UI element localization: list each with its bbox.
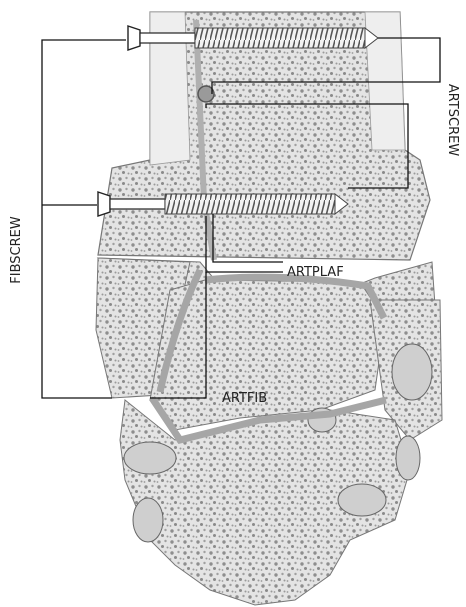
lower-screw-head xyxy=(98,192,110,216)
lower-screw-thread xyxy=(165,194,335,214)
label-artplaf: ARTPLAF xyxy=(287,265,344,280)
label-artscrew: ARTSCREW xyxy=(445,84,460,156)
tendon-right-2 xyxy=(396,436,420,480)
upper-screw-shank xyxy=(140,33,195,43)
tendon-left-1 xyxy=(124,442,176,474)
tendon-left-2 xyxy=(133,498,163,542)
upper-screw-thread xyxy=(195,28,365,48)
label-artfib: ARTFIB xyxy=(222,391,267,406)
lower-screw-shank xyxy=(110,199,165,209)
tendon-right-1 xyxy=(392,344,432,400)
tendon-right-3 xyxy=(338,484,386,516)
label-fibscrew: FIBSCREW xyxy=(9,216,24,284)
upper-screw-head xyxy=(128,26,140,50)
